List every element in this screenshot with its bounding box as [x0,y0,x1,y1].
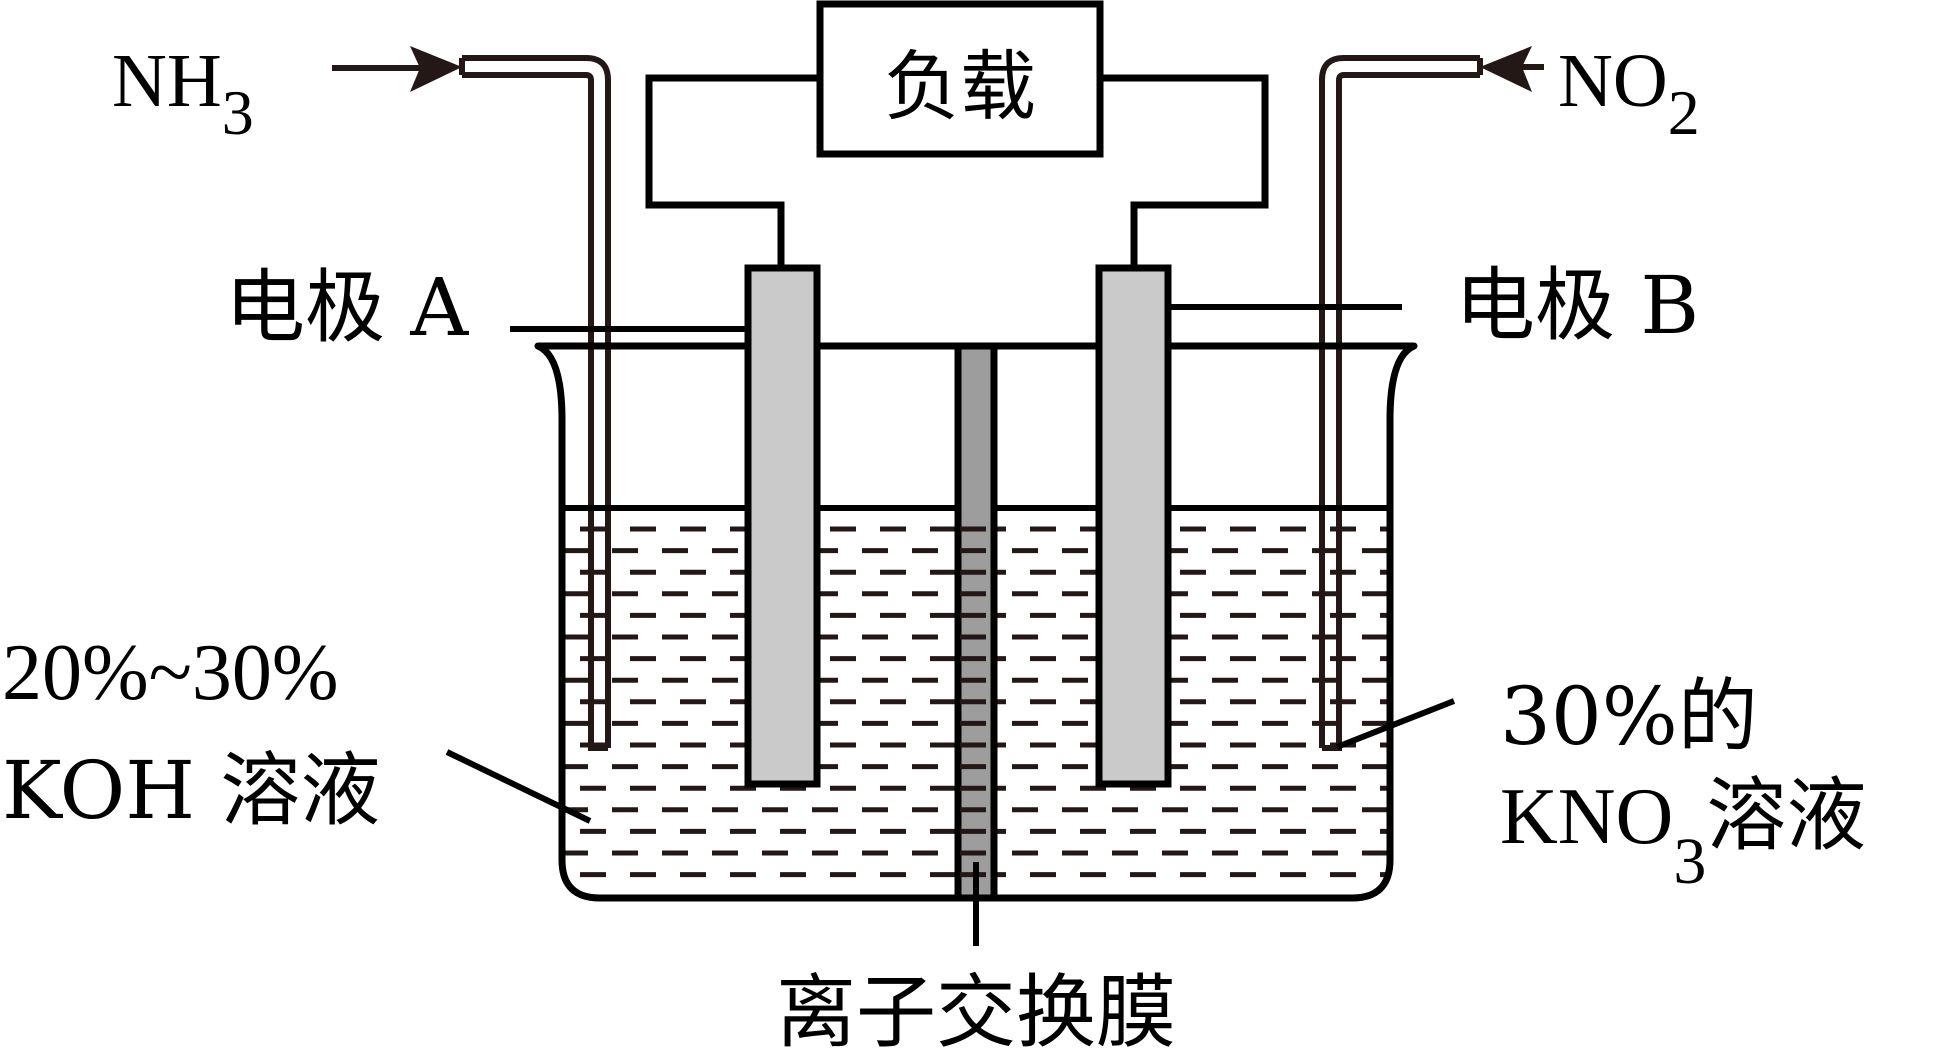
external-circuit [645,0,1269,268]
electrode-b [1095,264,1172,788]
koh-leader [445,749,592,824]
wire-left [645,74,818,268]
electrode-a [744,264,821,788]
wire-right [1100,74,1269,268]
load-box [816,0,1104,158]
no2-label: NO2 [1558,39,1700,148]
kno3-solution-label: KNO3溶液 [1500,769,1866,898]
load-label: 负载 [884,42,1036,131]
electrode-b-label: 电极 B [1455,259,1699,352]
kno3-concentration-label: 30%的 [1500,670,1758,763]
membrane-dashes [960,526,986,878]
nh3-label: NH3 [112,39,254,148]
koh-concentration-label: 20%~30% [2,629,339,717]
electrode-a-label: 电极 A [225,261,469,354]
kno3-leader [1335,698,1456,750]
no2-inlet-tube [1319,55,1483,751]
koh-solution-label: KOH 溶液 [2,744,380,837]
membrane-label: 离子交换膜 [776,966,1176,1055]
nh3-arrow-icon [332,46,462,92]
ion-exchange-membrane [954,342,998,902]
no2-arrow-icon [1480,46,1544,92]
nh3-inlet-tube [459,55,611,751]
